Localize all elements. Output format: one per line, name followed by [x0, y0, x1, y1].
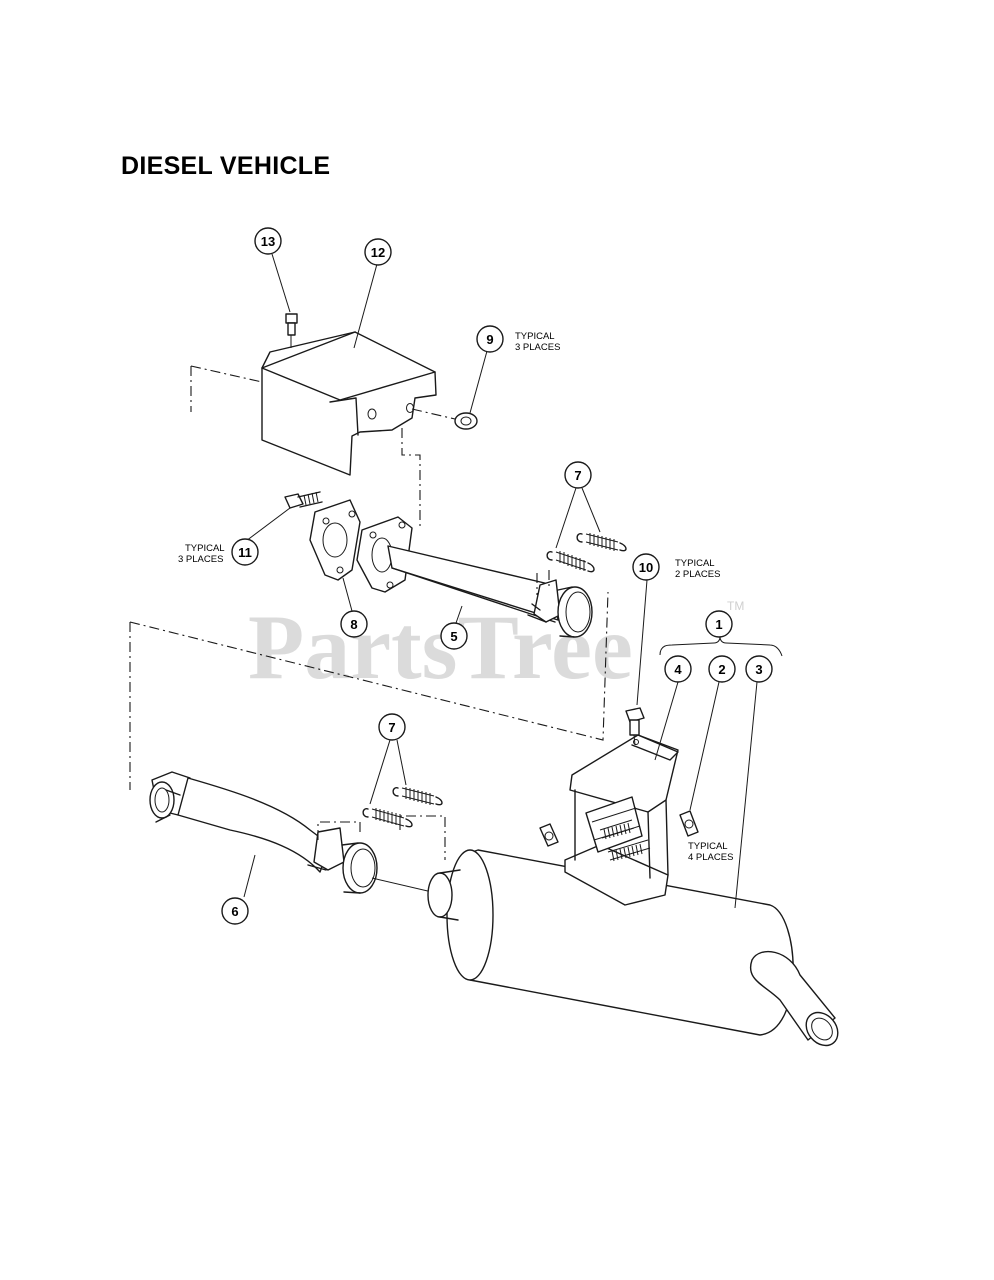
svg-text:3 PLACES: 3 PLACES [515, 342, 560, 353]
shield-screw [285, 313, 298, 348]
svg-text:TYPICAL: TYPICAL [688, 841, 728, 852]
svg-text:7: 7 [574, 468, 581, 483]
callout-12: 12 [364, 238, 392, 266]
svg-text:4: 4 [674, 662, 682, 677]
svg-text:12: 12 [371, 245, 385, 260]
alignment-line-shield-flange [401, 428, 421, 528]
svg-text:2 PLACES: 2 PLACES [675, 569, 720, 580]
callout-7-lower: 7 [378, 713, 406, 741]
callout-13: 13 [254, 227, 282, 255]
svg-text:8: 8 [350, 617, 357, 632]
svg-text:10: 10 [639, 560, 653, 575]
note-11: TYPICAL 3 PLACES [178, 543, 225, 565]
svg-text:6: 6 [231, 904, 238, 919]
callout-3: 3 [745, 655, 773, 683]
callout-2: 2 [708, 655, 736, 683]
note-9: TYPICAL 3 PLACES [515, 331, 560, 353]
svg-text:TYPICAL: TYPICAL [675, 558, 715, 569]
svg-text:9: 9 [486, 332, 493, 347]
callout-9: 9 [476, 325, 504, 353]
callout-5: 5 [440, 622, 468, 650]
svg-text:2: 2 [718, 662, 725, 677]
callout-6: 6 [221, 897, 249, 925]
watermark-trademark: TM [727, 599, 744, 613]
svg-text:4 PLACES: 4 PLACES [688, 852, 733, 863]
svg-text:3: 3 [755, 662, 762, 677]
hex-nut [411, 408, 478, 430]
callout-7-upper: 7 [564, 461, 592, 489]
page-title: DIESEL VEHICLE [121, 152, 331, 180]
svg-text:1: 1 [715, 617, 722, 632]
gasket [309, 499, 361, 581]
svg-text:7: 7 [388, 720, 395, 735]
exhaust-springs-lower [317, 787, 446, 860]
svg-text:11: 11 [238, 545, 252, 560]
callout-10: 10 [632, 553, 660, 581]
bracket-bolt [625, 707, 645, 746]
note-2: TYPICAL 4 PLACES [688, 841, 733, 863]
svg-text:TYPICAL: TYPICAL [515, 331, 555, 342]
svg-text:13: 13 [261, 234, 275, 249]
isolator-left [539, 823, 559, 847]
muffler [427, 849, 839, 1047]
callout-1: 1 [705, 610, 733, 638]
heat-shield [261, 331, 437, 476]
isolator-right [679, 810, 699, 837]
svg-text:5: 5 [450, 629, 457, 644]
flange-bolt [284, 491, 323, 509]
note-10: TYPICAL 2 PLACES [675, 558, 720, 580]
alignment-line-shield [190, 365, 263, 412]
muffler-bracket [564, 734, 679, 906]
callout-8: 8 [340, 610, 368, 638]
tail-pipe [149, 771, 378, 894]
exhaust-springs-upper [536, 533, 627, 595]
callout-4: 4 [664, 655, 692, 683]
svg-text:TYPICAL: TYPICAL [185, 543, 225, 554]
leader-lines [241, 253, 783, 909]
callout-11: 11 [231, 538, 259, 566]
alignment-line-lower [129, 591, 609, 790]
svg-text:3 PLACES: 3 PLACES [178, 554, 223, 565]
watermark: PartsTree TM [248, 596, 744, 698]
tailpipe-muffler-connector [371, 877, 433, 893]
isolator-springs [599, 819, 651, 862]
head-pipe [356, 516, 593, 638]
